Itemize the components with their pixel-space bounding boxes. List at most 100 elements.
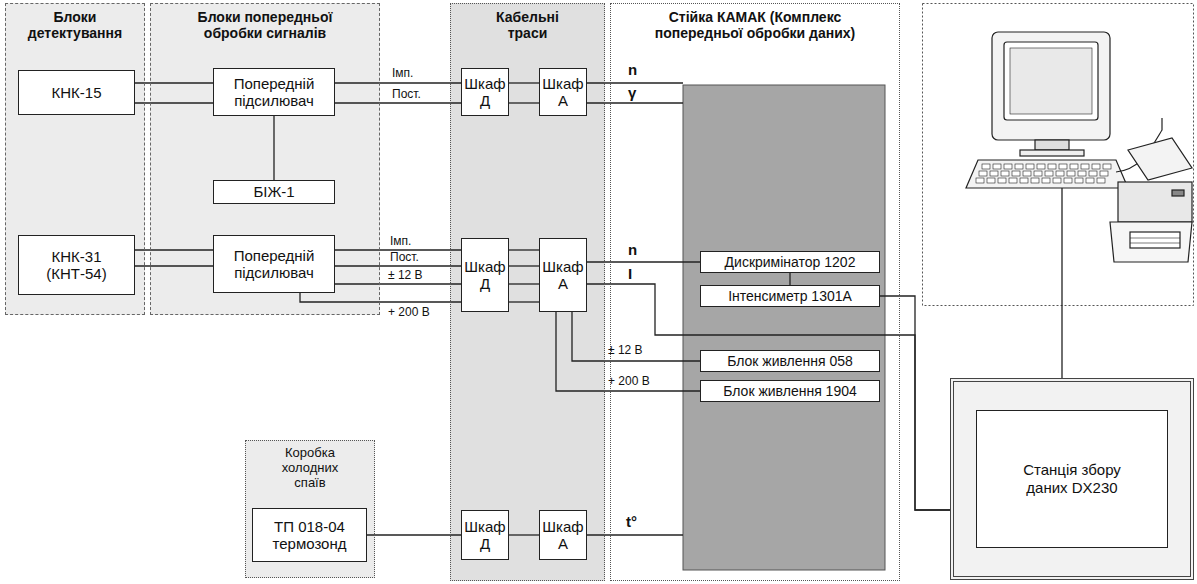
key: [1048, 164, 1056, 169]
signal-label: n: [628, 63, 637, 77]
cabinet-box: Шкаф А: [539, 238, 587, 312]
signal-line: [587, 82, 683, 83]
signal-line: [509, 249, 539, 250]
box-label: Станція збору даних DX230: [1017, 461, 1127, 497]
module-box: Інтенсиметр 1301А: [700, 285, 880, 307]
signal-line: [509, 82, 539, 83]
text-holder: Кабельні траси: [478, 9, 578, 41]
key: [1064, 178, 1072, 183]
cabinet-box: Шкаф А: [539, 68, 587, 116]
key: [1078, 171, 1086, 176]
signal-line: [135, 249, 213, 250]
signal-label: I: [628, 267, 632, 281]
box-label: БІЖ-1: [253, 183, 294, 200]
key: [1075, 178, 1083, 183]
signal-line: [509, 265, 539, 266]
box-label: КНК-15: [52, 84, 102, 101]
signal-line: [135, 102, 213, 103]
signal-label: Пост.: [390, 250, 419, 264]
box-label: Блок живлення 1904: [723, 383, 857, 399]
box-label: Шкаф Д: [464, 518, 505, 553]
signal-label: + 200 В: [608, 374, 650, 388]
text-holder: Блоки детектування: [10, 9, 140, 41]
key: [1056, 171, 1064, 176]
amplifier-box: Попередній підсилювач: [213, 68, 335, 116]
computer-illustration: [966, 32, 1192, 262]
cabinet-box: Шкаф Д: [461, 68, 509, 116]
cabinet-box: Шкаф Д: [461, 510, 509, 560]
signal-label: Імп.: [390, 234, 411, 248]
key: [1026, 164, 1034, 169]
key: [1070, 164, 1078, 169]
box-label: Дискримінатор 1202: [725, 254, 856, 270]
station-box: Станція збору даних DX230: [950, 378, 1194, 580]
panel-fill: [245, 440, 375, 578]
signal-line: [367, 534, 461, 535]
column-panel: Блоки попередньої обробки сигналівПопере…: [150, 3, 380, 315]
signal-line: [335, 283, 461, 284]
key: [1004, 164, 1012, 169]
text-holder: Блоки попередньої обробки сигналів: [185, 9, 345, 41]
text-holder: БІЖ-1: [253, 183, 294, 200]
box-label: Шкаф А: [542, 75, 583, 110]
signal-line: [300, 293, 461, 302]
detector-box: КНК-31 (КНТ-54): [18, 235, 135, 295]
box-label: Шкаф А: [542, 518, 583, 553]
key: [1059, 164, 1067, 169]
box-label: Інтенсиметр 1301А: [728, 288, 852, 304]
signal-line: [587, 261, 700, 262]
box-label: Попередній підсилювач: [218, 75, 330, 110]
signal-line: [572, 312, 700, 361]
key: [1012, 171, 1020, 176]
panel-fill: [5, 3, 145, 315]
text-holder: Шкаф А: [542, 518, 583, 553]
panel-fill: [450, 3, 605, 581]
text-holder: Шкаф Д: [464, 75, 505, 110]
signal-line: [509, 102, 539, 103]
key: [987, 178, 995, 183]
box-label: Блок живлення 058: [727, 353, 853, 369]
key: [1045, 171, 1053, 176]
box-label: Шкаф Д: [464, 258, 505, 293]
signal-label: Імп.: [392, 66, 413, 80]
key: [998, 178, 1006, 183]
key: [1103, 164, 1111, 169]
cable-panel: Кабельні трасиШкаф Д Шкаф А Шкаф Д Шкаф А Шк…: [450, 3, 605, 581]
text-holder: Коробка холодних спаїв: [265, 446, 355, 491]
key: [1067, 171, 1075, 176]
text-holder: Дискримінатор 1202: [725, 254, 856, 270]
module-box: Блок живлення 1904: [700, 380, 880, 402]
amplifier-box: Попередній підсилювач: [213, 235, 335, 293]
text-holder: КНК-31 (КНТ-54): [23, 248, 130, 283]
signal-label: t°: [626, 515, 637, 529]
key: [1092, 164, 1100, 169]
signal-line: [509, 283, 539, 284]
panel-heading: Коробка холодних спаїв: [265, 446, 355, 491]
key: [982, 164, 990, 169]
workstation-panel: [923, 4, 1194, 306]
text-holder: Шкаф Д: [464, 258, 505, 293]
camac-crate: [683, 85, 885, 570]
signal-label: ± 12 В: [608, 343, 643, 357]
signal-line: [509, 534, 539, 535]
signal-label: ± 12 В: [388, 268, 423, 282]
key: [979, 171, 987, 176]
box-label: Шкаф Д: [464, 75, 505, 110]
text-holder: Шкаф А: [542, 258, 583, 293]
detector-box: КНК-15: [18, 70, 135, 115]
panel-heading: Кабельні траси: [478, 9, 578, 41]
signal-line: [135, 82, 213, 83]
signal-label: γ: [628, 86, 636, 100]
signal-line: [556, 312, 700, 391]
signal-line: [587, 102, 683, 103]
key: [990, 171, 998, 176]
panel-heading: Блоки детектування: [10, 9, 140, 41]
signal-label: + 200 В: [388, 305, 430, 319]
key: [1100, 171, 1108, 176]
text-holder: Попередній підсилювач: [218, 75, 330, 110]
signal-line: [587, 284, 950, 510]
key: [1053, 178, 1061, 183]
panel-fill: [610, 3, 900, 581]
signal-line: [273, 116, 274, 180]
column-panel: Блоки детектуванняКНК-15КНК-31 (КНТ-54): [5, 3, 145, 315]
